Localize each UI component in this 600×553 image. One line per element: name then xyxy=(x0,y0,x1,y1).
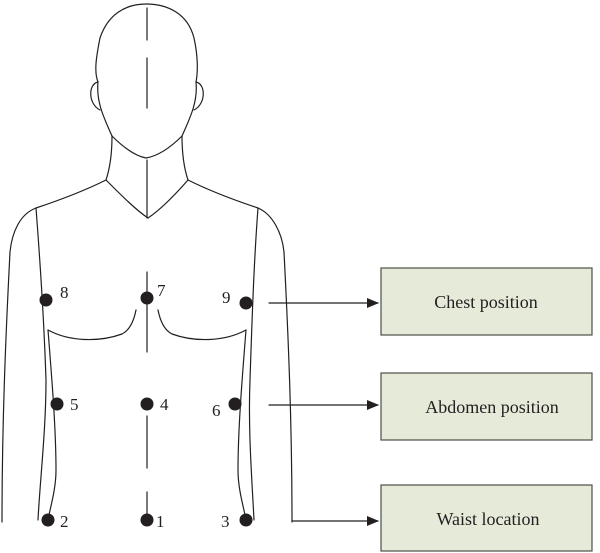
collar xyxy=(105,179,189,219)
abdomen-position-label: Abdomen position xyxy=(425,397,559,417)
point-4-dot xyxy=(140,397,154,411)
point-8-label: 8 xyxy=(60,283,69,302)
point-7-label: 7 xyxy=(157,281,166,300)
point-6-dot xyxy=(228,397,242,411)
point-3-dot xyxy=(239,513,253,527)
torso-outline xyxy=(1,3,293,523)
torso-side-right-inner xyxy=(237,329,247,521)
point-6-label: 6 xyxy=(212,401,221,420)
point-5-dot xyxy=(50,397,64,411)
point-4-label: 4 xyxy=(160,395,169,414)
waist-location-box: Waist location xyxy=(380,484,593,552)
point-5-label: 5 xyxy=(70,395,79,414)
point-9-dot xyxy=(239,296,253,310)
label-boxes: Chest position Abdomen position Waist lo… xyxy=(380,267,593,552)
torso-side-left-outer xyxy=(35,207,47,521)
point-8-dot xyxy=(39,293,53,307)
arm-outer-right xyxy=(283,251,293,523)
measurement-points: 1 2 3 4 5 6 7 8 9 xyxy=(39,281,253,531)
pointer-arrows xyxy=(268,298,379,526)
torso-side-right-outer xyxy=(248,207,259,521)
waist-location-label: Waist location xyxy=(436,509,539,529)
neck-right xyxy=(181,135,189,181)
shoulder-left xyxy=(9,179,107,253)
right-ear xyxy=(193,81,204,111)
jaw-outline xyxy=(111,135,183,159)
chest-position-box: Chest position xyxy=(380,267,593,336)
pectoral-left xyxy=(47,309,137,341)
left-ear xyxy=(90,81,101,111)
abdomen-position-box: Abdomen position xyxy=(380,372,593,441)
torso-side-left-inner xyxy=(47,329,57,521)
pectoral-right xyxy=(157,309,247,341)
point-7-dot xyxy=(140,291,154,305)
point-1-dot xyxy=(140,513,154,527)
shoulder-right xyxy=(187,179,285,253)
point-2-dot xyxy=(41,513,55,527)
point-9-label: 9 xyxy=(222,288,231,307)
point-3-label: 3 xyxy=(221,512,230,531)
neck-left xyxy=(105,135,113,181)
arm-outer-left xyxy=(1,251,11,523)
point-2-label: 2 xyxy=(60,512,69,531)
point-1-label: 1 xyxy=(156,512,165,531)
chest-position-label: Chest position xyxy=(434,292,538,312)
